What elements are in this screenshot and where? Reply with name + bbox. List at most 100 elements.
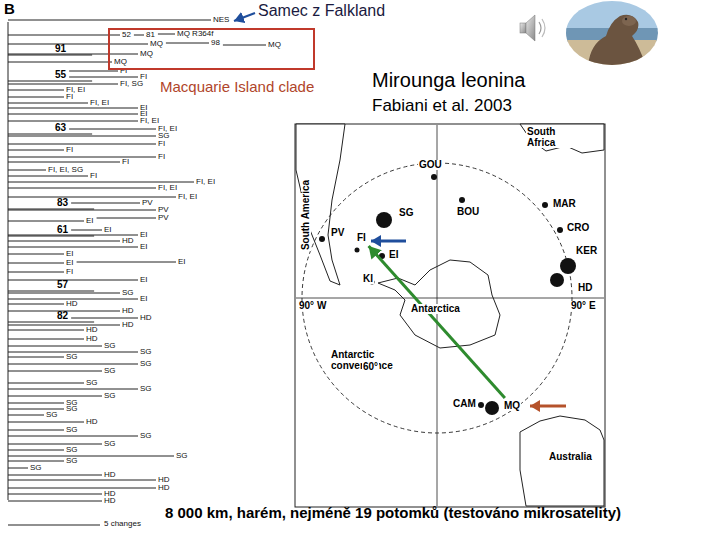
tip-label: EI: [66, 259, 74, 267]
tip-label: MQ: [150, 40, 163, 48]
pointer-arrow: [234, 13, 255, 21]
tip-label: SG: [86, 379, 98, 387]
tip-label: 52: [122, 31, 131, 39]
tip-label: 98: [211, 39, 220, 47]
tip-label: HD: [66, 300, 78, 308]
tip-label: SG: [66, 446, 78, 454]
map-label: 90° E: [570, 301, 597, 311]
annotation-text: Samec z Falkland: [258, 3, 385, 19]
bootstrap-value: 61: [57, 225, 68, 235]
tip-label: FI: [122, 158, 129, 166]
tip-label: SG: [158, 132, 170, 140]
bootstrap-value: 57: [57, 280, 68, 290]
tip-label: EI: [140, 295, 148, 303]
tip-label: HD: [158, 484, 170, 492]
seal-photo: [566, 0, 658, 70]
tip-label: EI: [140, 231, 148, 239]
tip-label: SG: [140, 432, 152, 440]
map-label: KI: [362, 274, 374, 284]
tip-label: SG: [140, 348, 152, 356]
tip-label: FI: [66, 146, 73, 154]
tip-label: SG: [140, 385, 152, 393]
tip-label: FI, SG: [120, 80, 143, 88]
tip-label: SG: [30, 464, 42, 472]
map-label: GOU: [418, 160, 443, 170]
map-label: MAR: [552, 199, 577, 209]
tip-label: 81: [146, 31, 155, 39]
tip-label: PV: [158, 206, 169, 214]
tip-label: 5 changes: [104, 520, 141, 528]
tip-label: HD: [86, 335, 98, 343]
tip-label: MQ: [114, 58, 127, 66]
map-label: HD: [577, 283, 593, 293]
tip-label: EI: [178, 258, 186, 266]
node-text: FI: [357, 232, 366, 243]
tip-label: SG: [104, 440, 116, 448]
tip-label: FI, EI, SG: [48, 166, 83, 174]
speaker-icon: [520, 15, 545, 41]
tip-label: FI, EI: [158, 184, 177, 192]
tip-label: SG: [122, 289, 134, 297]
bootstrap-value: 82: [57, 311, 68, 321]
tip-label: SG: [66, 405, 78, 413]
map-label: 60°: [362, 362, 379, 372]
tip-label: HD: [122, 321, 134, 329]
node-text: MQ: [504, 400, 520, 411]
map-label: Australia: [548, 452, 593, 462]
tip-label: HD: [140, 314, 152, 322]
tip-label: HD: [122, 307, 134, 315]
scale-bar: [8, 524, 100, 525]
tip-label: SG: [176, 452, 188, 460]
tip-label: EI: [140, 276, 148, 284]
map-label: KER: [575, 246, 598, 256]
tip-label: SG: [104, 342, 116, 350]
bootstrap-value: 91: [55, 44, 66, 54]
migration-arrow: [369, 246, 505, 398]
species-name: Mirounga leonina: [372, 70, 525, 90]
tip-label: HD: [158, 476, 170, 484]
tree-spine: [8, 22, 9, 500]
node-text: Macquarie Island clade: [160, 78, 314, 95]
citation: Fabiani et al. 2003: [372, 97, 512, 114]
tip-label: HD: [104, 497, 116, 505]
tip-label: SG: [66, 426, 78, 434]
tip-label: EI: [86, 217, 94, 225]
tip-label: MQ: [268, 41, 281, 49]
bootstrap-value: 63: [55, 123, 66, 133]
tip-label: PV: [142, 199, 153, 207]
tip-label: FI, EI: [90, 99, 109, 107]
tip-label: FI, EI: [196, 178, 215, 186]
panel-letter: B: [4, 1, 15, 16]
map-label: SG: [398, 208, 414, 218]
site-label: MQ: [503, 401, 521, 411]
tip-label: HD: [104, 471, 116, 479]
tip-label: SG: [66, 457, 78, 465]
tip-label: FI: [158, 140, 165, 148]
map-label: 90° W: [298, 301, 327, 311]
tip-label: EI: [104, 226, 112, 234]
tip-label: EI: [66, 250, 74, 258]
tip-label: FI, EI: [140, 117, 159, 125]
map: [295, 124, 605, 507]
tip-label: FI: [158, 153, 165, 161]
bootstrap-value: 55: [55, 70, 66, 80]
map-label: BOU: [456, 207, 480, 217]
map-label: Antarctica: [410, 304, 461, 314]
tip-label: SG: [140, 360, 152, 368]
tip-label: MQ: [140, 50, 153, 58]
tip-label: SG: [104, 392, 116, 400]
tip-label: SG: [104, 367, 116, 375]
map-label: CRO: [566, 223, 590, 233]
clade-box: Macquarie Island clade: [108, 28, 315, 70]
map-label: PV: [330, 228, 345, 238]
tip-label: FI: [90, 172, 97, 180]
site-label: FI: [356, 233, 367, 243]
tip-label: EI: [140, 243, 148, 251]
tip-label: NES: [213, 16, 229, 24]
tip-label: PV: [158, 214, 169, 222]
tip-label: HD: [86, 418, 98, 426]
map-label: CAM: [452, 399, 477, 409]
tip-label: HD: [86, 326, 98, 334]
